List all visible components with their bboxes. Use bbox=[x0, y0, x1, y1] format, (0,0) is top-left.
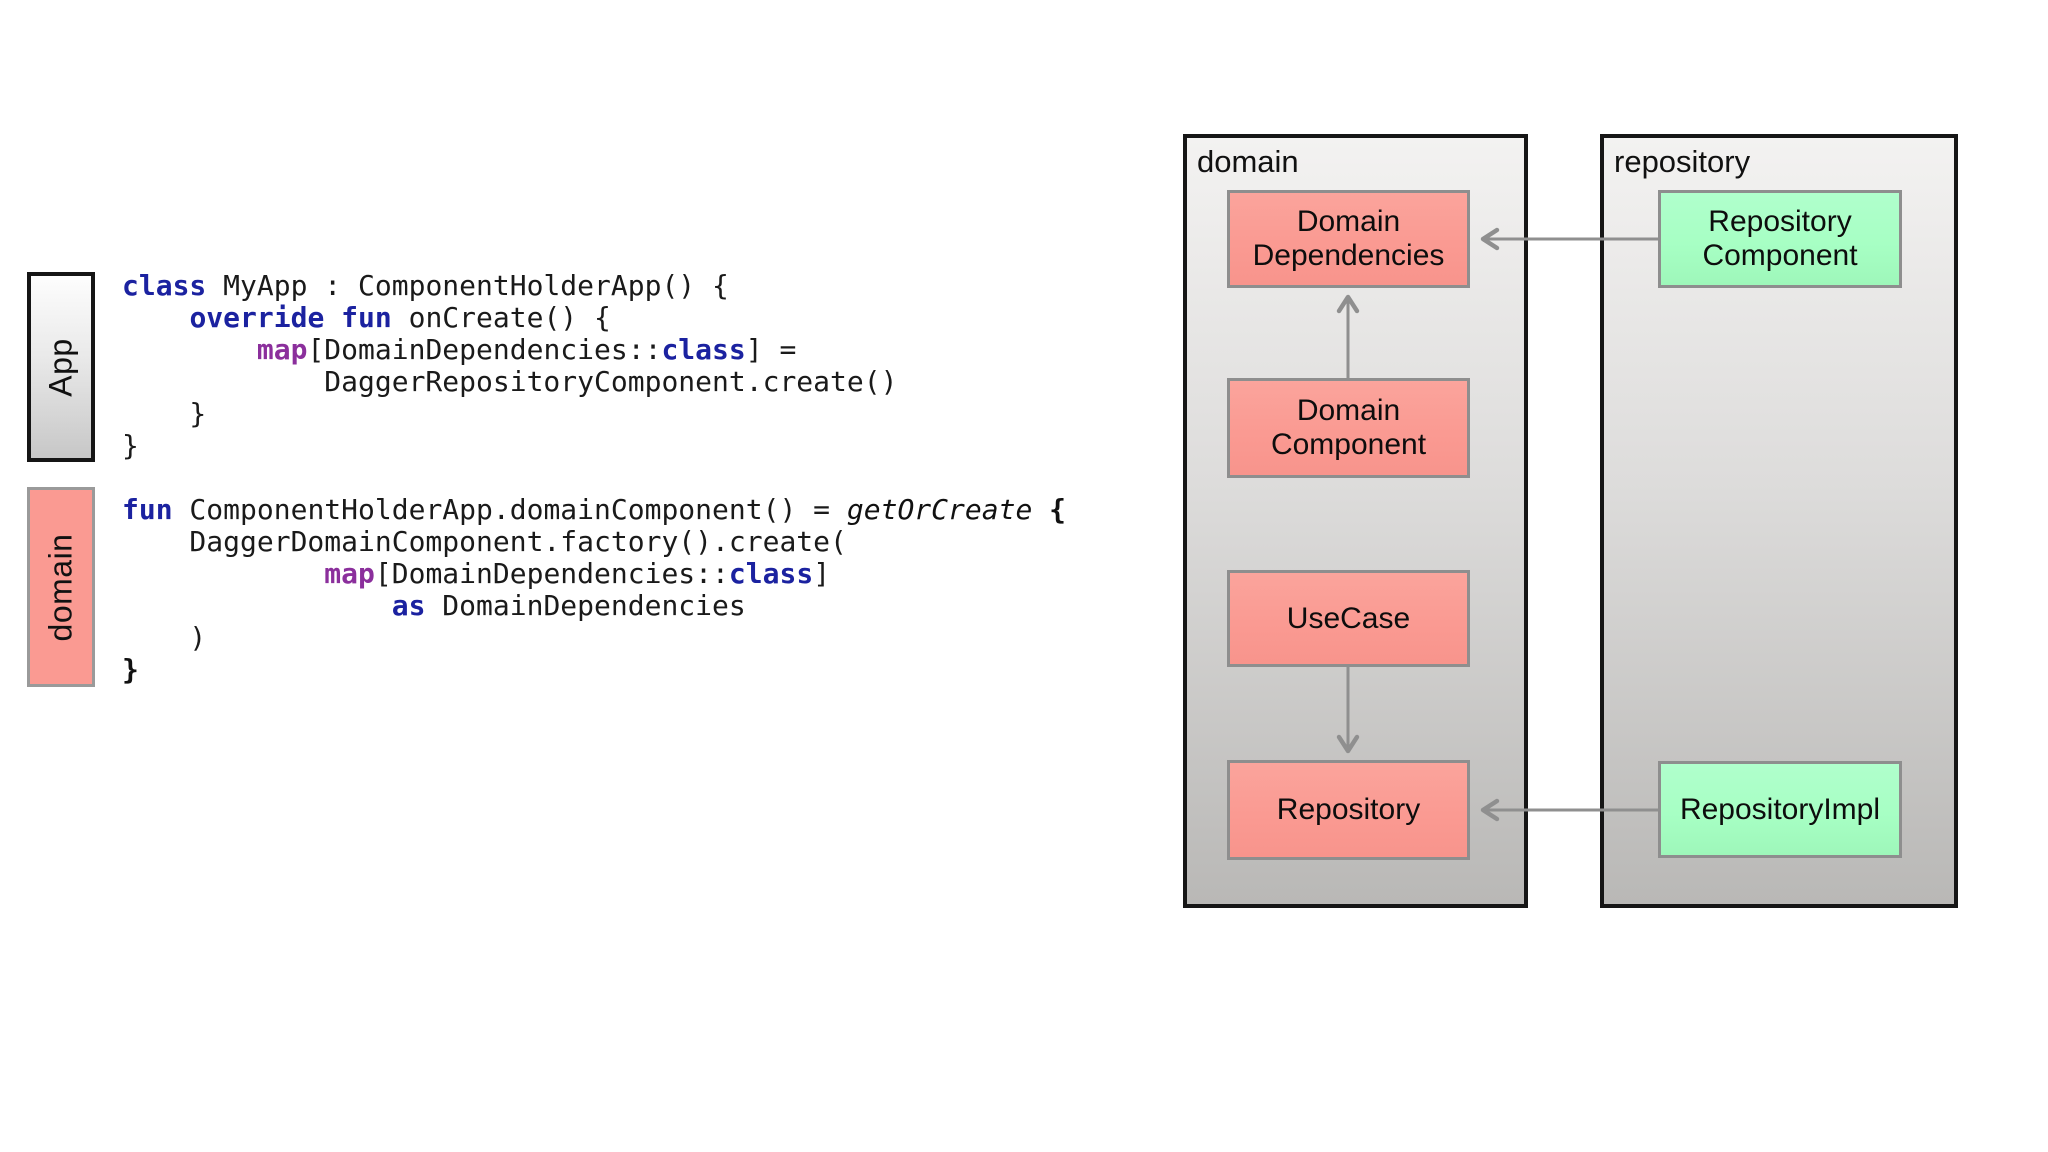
box-repository: Repository bbox=[1227, 760, 1470, 860]
code-line: } bbox=[122, 653, 139, 686]
box-domain-dependencies: Domain Dependencies bbox=[1227, 190, 1470, 288]
code-line: map[DomainDependencies::class] bbox=[324, 557, 831, 590]
box-domain-component: Domain Component bbox=[1227, 378, 1470, 478]
domain-side-label-text: domain bbox=[42, 533, 79, 641]
code-line: class MyApp : ComponentHolderApp() { bbox=[122, 269, 729, 302]
code-block-domain: fun ComponentHolderApp.domainComponent()… bbox=[122, 494, 1066, 686]
code-line: as DomainDependencies bbox=[391, 589, 746, 622]
code-line: fun ComponentHolderApp.domainComponent()… bbox=[122, 493, 1067, 526]
app-side-label-text: App bbox=[42, 337, 79, 397]
code-block-app: class MyApp : ComponentHolderApp() { ove… bbox=[122, 270, 897, 462]
code-line: } bbox=[122, 397, 207, 430]
domain-package-label: domain bbox=[1197, 144, 1299, 179]
code-line: } bbox=[122, 429, 139, 462]
code-line: map[DomainDependencies::class] = bbox=[256, 333, 797, 366]
box-repository-impl: RepositoryImpl bbox=[1658, 761, 1902, 858]
repository-package-label: repository bbox=[1614, 144, 1751, 179]
code-line: DaggerDomainComponent.factory().create( bbox=[122, 525, 847, 558]
code-line: ) bbox=[122, 621, 207, 654]
code-line: DaggerRepositoryComponent.create() bbox=[122, 365, 898, 398]
box-usecase: UseCase bbox=[1227, 570, 1470, 667]
code-line: override fun onCreate() { bbox=[189, 301, 611, 334]
box-repository-component: Repository Component bbox=[1658, 190, 1902, 288]
app-side-label: App bbox=[27, 272, 95, 462]
domain-side-label: domain bbox=[27, 487, 95, 687]
